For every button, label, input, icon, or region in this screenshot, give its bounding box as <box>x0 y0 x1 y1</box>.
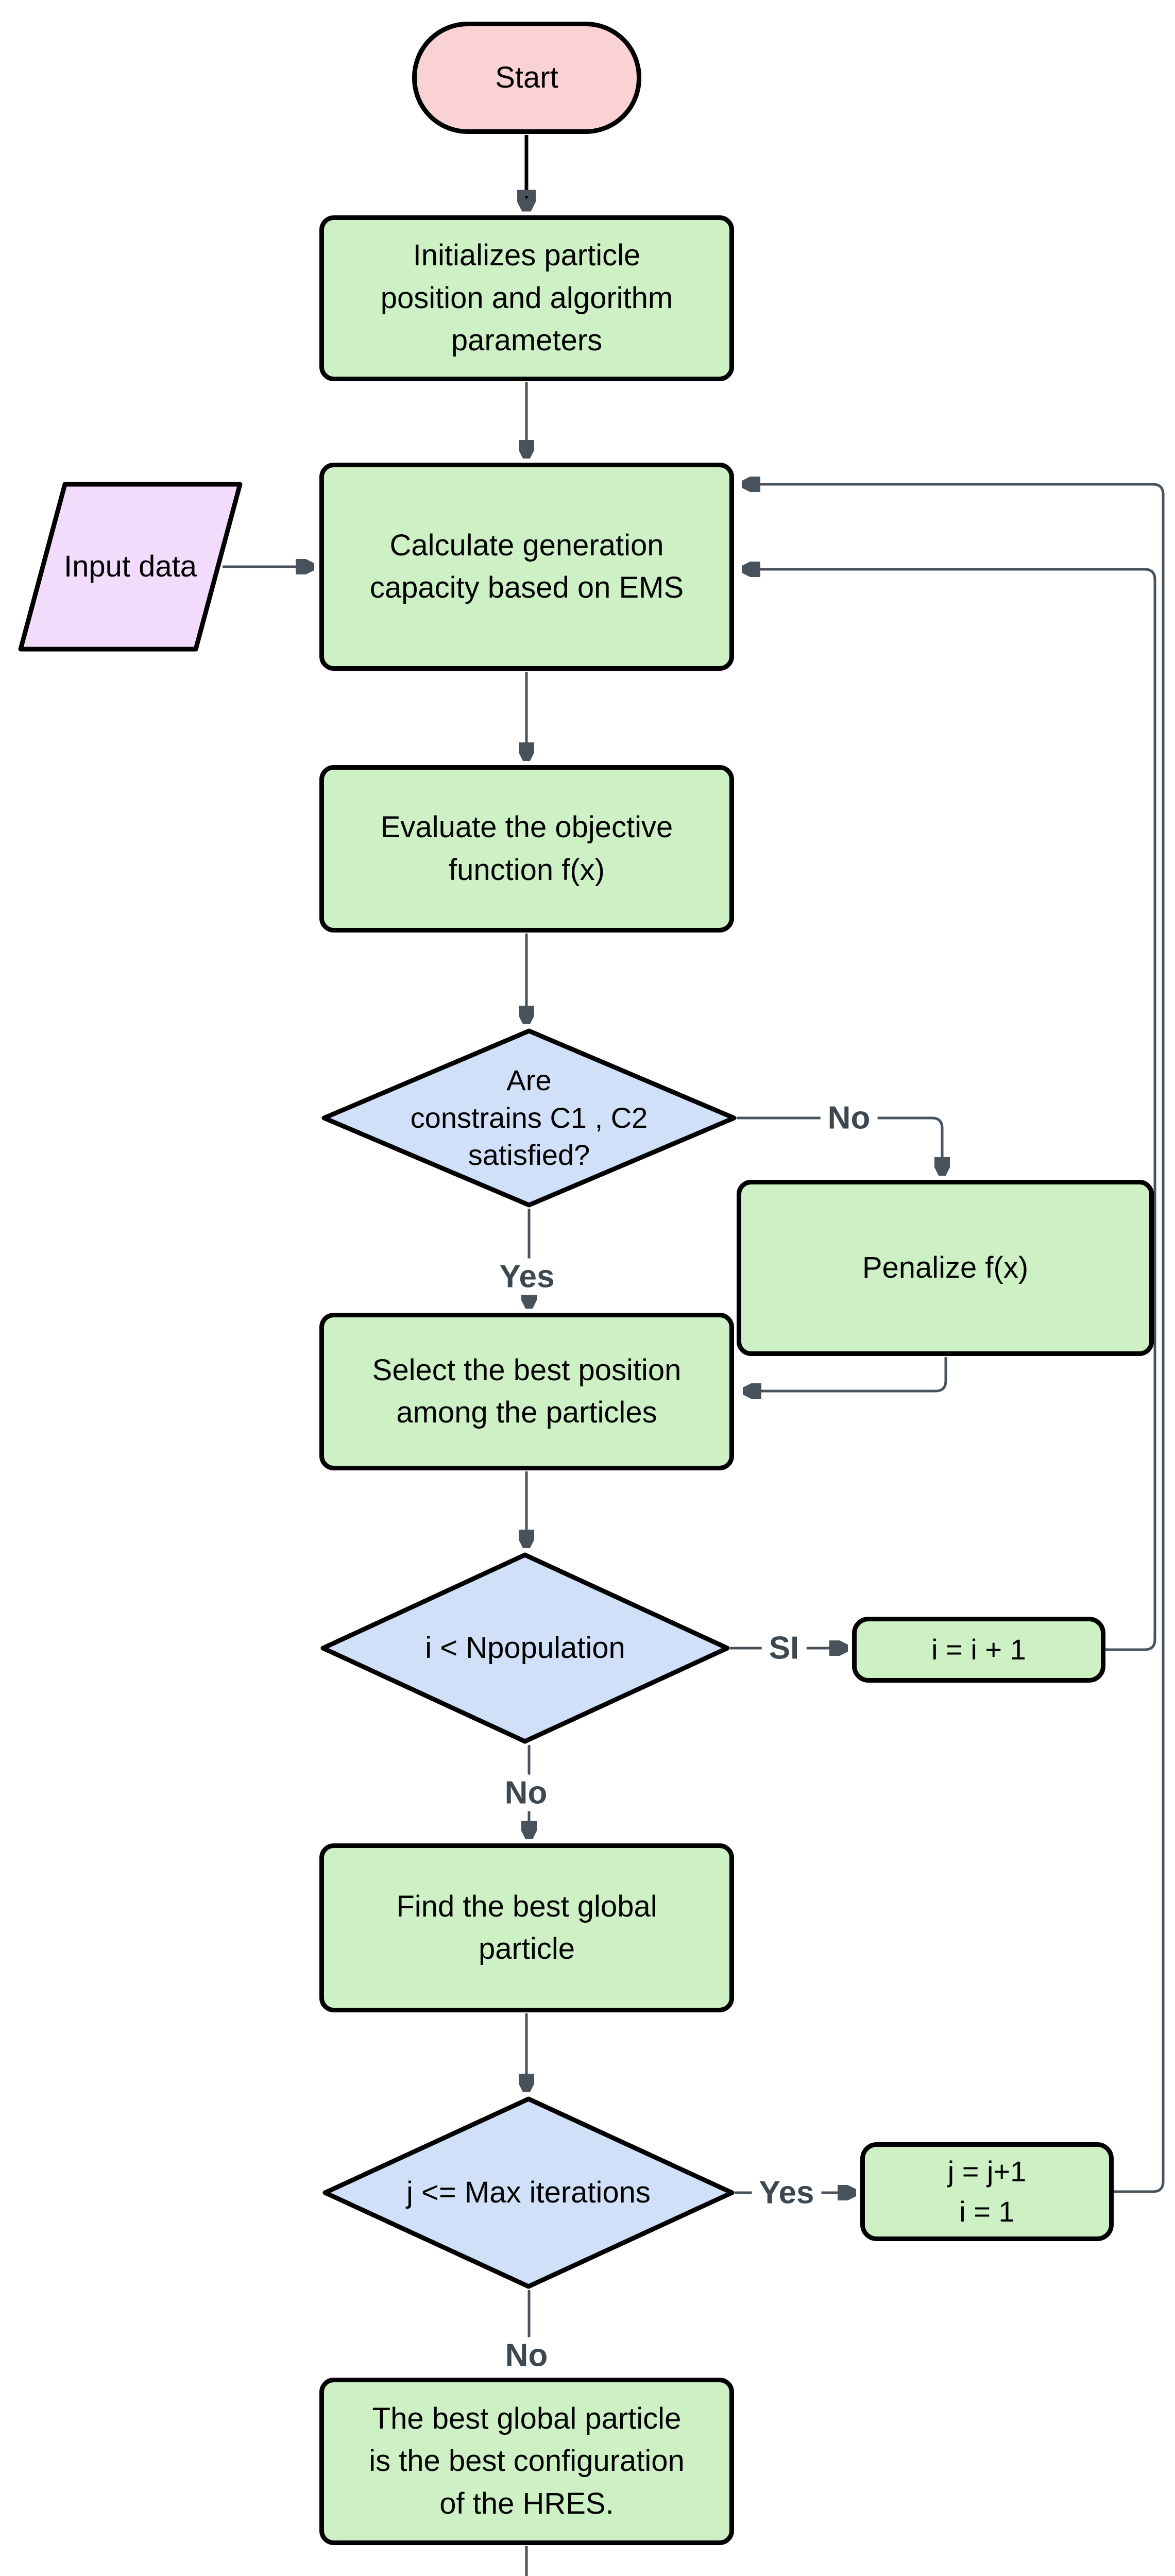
process-penalize: Penalize f(x) <box>737 1180 1154 1356</box>
edge-increment-i-loop-to-calculate <box>745 569 1156 1651</box>
process-increment-j-label: j = j+1 i = 1 <box>947 2155 1027 2228</box>
edge-label-iterations-no: No <box>498 2337 555 2374</box>
decision-constraints: Are constrains C1 , C2 satisfied? <box>321 1028 737 1208</box>
edge-label-iterations-yes: Yes <box>752 2174 822 2211</box>
diamond-shape <box>321 1028 737 1208</box>
edge-constraints-no-to-penalize <box>737 1116 942 1173</box>
parallelogram-shape <box>18 482 243 652</box>
process-increment-i: i = i + 1 <box>852 1617 1105 1683</box>
process-select-best: Select the best position among the parti… <box>319 1313 734 1470</box>
edge-label-constraints-yes: Yes <box>492 1258 562 1295</box>
edge-label-population-no: No <box>497 1774 555 1811</box>
edge-penalize-to-select <box>746 1357 947 1391</box>
decision-iterations-label: j <= Max iterations <box>406 2175 651 2209</box>
terminal-start: Start <box>412 22 641 134</box>
edge-label-population-si: SI <box>761 1630 807 1667</box>
process-increment-j: j = j+1 i = 1 <box>860 2142 1114 2241</box>
io-input-data-label: Input data <box>64 549 197 583</box>
process-calculate: Calculate generation capacity based on E… <box>319 463 734 671</box>
process-result-label: The best global particle is the best con… <box>369 2401 685 2520</box>
process-penalize-label: Penalize f(x) <box>862 1250 1029 1284</box>
process-result: The best global particle is the best con… <box>319 2378 734 2545</box>
process-initialize-label: Initializes particle position and algori… <box>380 239 673 358</box>
process-find-best: Find the best global particle <box>319 1843 734 2012</box>
process-calculate-label: Calculate generation capacity based on E… <box>369 528 684 604</box>
process-select-best-label: Select the best position among the parti… <box>372 1353 682 1429</box>
decision-population-label: i < Npopulation <box>425 1631 625 1665</box>
diamond-shape <box>320 1552 730 1744</box>
decision-population: i < Npopulation <box>320 1552 730 1744</box>
terminal-start-label: Start <box>495 60 558 94</box>
decision-constraints-label: Are constrains C1 , C2 satisfied? <box>410 1063 648 1172</box>
process-evaluate: Evaluate the objective function f(x) <box>319 765 734 933</box>
decision-iterations: j <= Max iterations <box>322 2096 735 2289</box>
edge-label-constraints-no: No <box>820 1099 878 1137</box>
process-increment-i-label: i = i + 1 <box>931 1633 1026 1666</box>
diamond-shape <box>322 2096 735 2289</box>
process-find-best-label: Find the best global particle <box>396 1889 657 1965</box>
process-initialize: Initializes particle position and algori… <box>319 215 734 381</box>
edge-increment-j-loop-to-calculate <box>745 484 1165 2193</box>
io-input-data: Input data <box>18 482 243 652</box>
process-evaluate-label: Evaluate the objective function f(x) <box>380 810 673 887</box>
